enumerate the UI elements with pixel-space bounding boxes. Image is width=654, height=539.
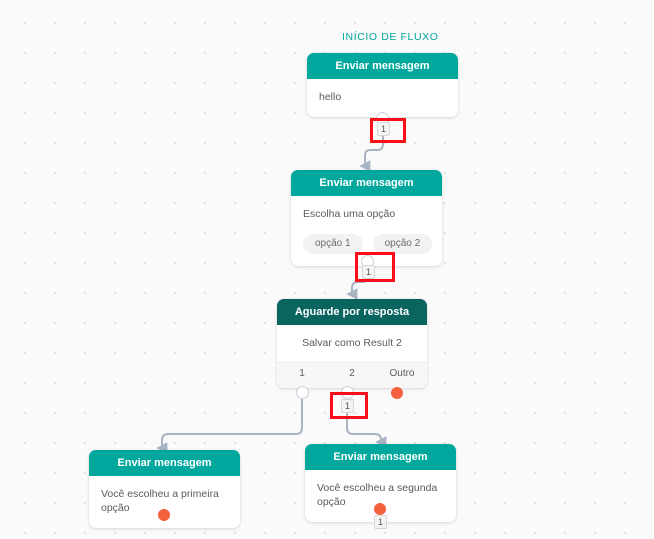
- port-dot-first-option-output[interactable]: [158, 509, 170, 521]
- node-body-text: hello: [319, 91, 342, 104]
- node-header: Enviar mensagem: [89, 450, 240, 477]
- node-send-first-option[interactable]: Enviar mensagem Você escolheu a primeira…: [89, 450, 240, 529]
- highlight-choose-output: [355, 252, 395, 282]
- option-chip-row: opção 1 opção 2: [291, 234, 442, 266]
- node-wait-response[interactable]: Aguarde por resposta Salvar como Result …: [277, 299, 427, 389]
- port-dot-wait-outro[interactable]: [391, 387, 403, 399]
- node-body-text: Escolha uma opção: [303, 208, 396, 221]
- node-send-choose-option[interactable]: Enviar mensagem Escolha uma opção opção …: [291, 170, 442, 267]
- flow-start-label: INÍCIO DE FLUXO: [342, 31, 439, 43]
- node-send-second-option[interactable]: Enviar mensagem Você escolheu a segunda …: [305, 444, 456, 523]
- port-label-1[interactable]: 1: [299, 368, 305, 380]
- port-dot-second-option-output[interactable]: [374, 503, 386, 515]
- highlight-wait-output-2: [330, 392, 368, 419]
- node-header: Aguarde por resposta: [277, 299, 427, 326]
- highlight-hello-output: [370, 118, 406, 143]
- option-chip-2[interactable]: opção 2: [372, 234, 433, 255]
- node-ports-row: 1 2 Outro: [277, 362, 427, 389]
- node-body-text: Você escolheu a primeira opção: [101, 488, 219, 515]
- node-header: Enviar mensagem: [307, 53, 458, 80]
- node-send-hello[interactable]: Enviar mensagem hello: [307, 53, 458, 118]
- edge-wait-port1-to-first-option: [156, 398, 303, 454]
- node-body-text: Salvar como Result 2: [302, 337, 402, 350]
- node-header: Enviar mensagem: [305, 444, 456, 471]
- port-label-outro[interactable]: Outro: [389, 368, 415, 380]
- node-body-text: Você escolheu a segunda opção: [317, 482, 438, 509]
- port-dot-wait-1[interactable]: [296, 386, 309, 399]
- option-chip-1[interactable]: opção 1: [303, 234, 363, 255]
- port-label-2[interactable]: 2: [349, 368, 355, 380]
- node-header: Enviar mensagem: [291, 170, 442, 197]
- badge-second-option-output[interactable]: 1: [374, 515, 388, 529]
- badge-wait-output-2[interactable]: 1: [341, 399, 355, 413]
